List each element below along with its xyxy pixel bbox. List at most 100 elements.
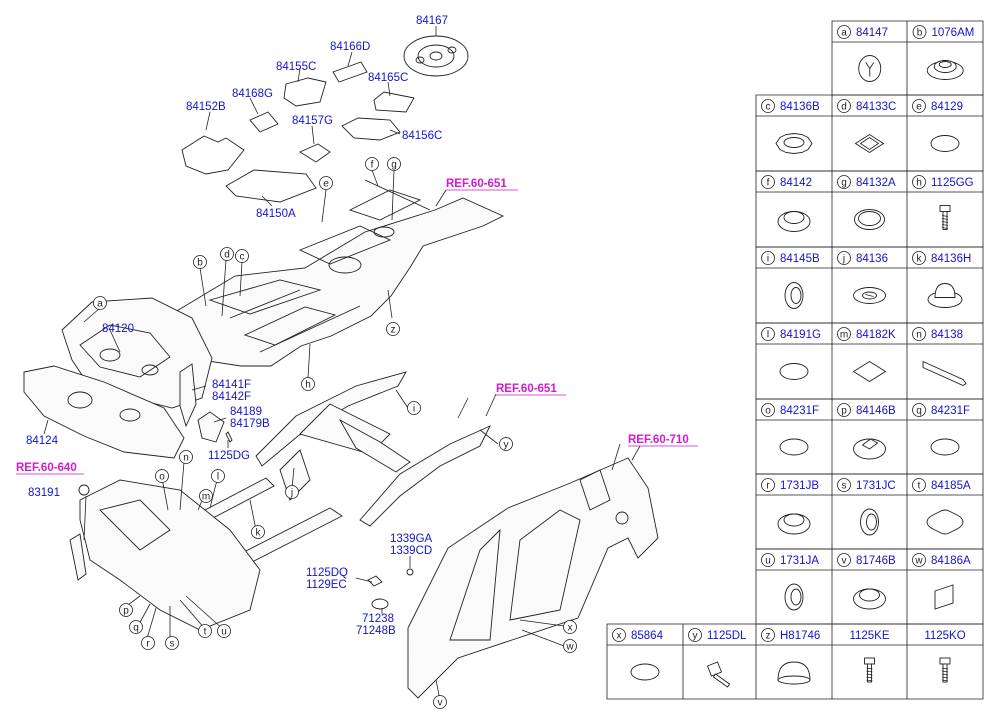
callout-r[interactable]: r: [141, 636, 155, 650]
callout-f[interactable]: f: [365, 157, 379, 171]
bolt-1125DG[interactable]: [225, 431, 233, 443]
callout-i[interactable]: i: [407, 401, 421, 415]
bracket-84141F[interactable]: [179, 363, 197, 428]
bolt-icon: [939, 205, 951, 230]
callout-t[interactable]: t: [198, 624, 212, 638]
callout-c[interactable]: c: [235, 249, 249, 263]
legend-cell-1125KE[interactable]: 1125KE: [849, 630, 890, 683]
pad-84156C[interactable]: [341, 117, 401, 141]
legend-part-number: 84231F: [780, 405, 819, 417]
callout-a[interactable]: a: [93, 296, 107, 310]
callout-o[interactable]: o: [155, 469, 169, 483]
callout-z[interactable]: z: [386, 322, 400, 336]
callout-l[interactable]: l: [211, 469, 225, 483]
floor-panel[interactable]: [139, 179, 505, 367]
legend-part-number: 85864: [631, 630, 664, 642]
label-84166D: 84166D: [330, 41, 370, 53]
dash-insulator-84124[interactable]: [23, 365, 185, 459]
callout-s[interactable]: s: [165, 636, 179, 650]
callout-letter: u: [221, 627, 227, 638]
pad-84152B[interactable]: [181, 135, 245, 175]
pad-84157G[interactable]: [299, 143, 331, 163]
callout-q[interactable]: q: [129, 620, 143, 634]
svg-text:c: c: [766, 102, 771, 113]
legend-letter-j: j: [837, 251, 851, 265]
ref-60-651-mid[interactable]: REF.60-651: [496, 383, 557, 395]
pad-84168G[interactable]: [249, 111, 279, 133]
cross-member-frame[interactable]: [255, 371, 491, 527]
callout-letter: h: [305, 380, 311, 391]
legend-cell-1125KO[interactable]: 1125KO: [924, 630, 966, 683]
oval-pad-icon: [779, 363, 809, 380]
part-number-labels: 84167 84166D 84155C 84165C 84168G 84152B…: [26, 15, 448, 637]
plug-83191[interactable]: [78, 484, 90, 496]
pad-84150A[interactable]: [225, 169, 317, 203]
label-83191: 83191: [28, 487, 60, 499]
callout-letter: m: [202, 492, 210, 503]
side-panel-left[interactable]: [69, 479, 261, 631]
callout-v[interactable]: v: [433, 695, 447, 709]
pad-84165C[interactable]: [373, 91, 415, 113]
rounded-square-pad-icon: [854, 133, 885, 154]
callout-k[interactable]: k: [251, 525, 265, 539]
bumper-71238[interactable]: [367, 568, 414, 610]
callout-m[interactable]: m: [199, 489, 213, 503]
callout-letter: v: [438, 698, 443, 709]
pad-84155C[interactable]: [283, 77, 327, 107]
callout-n[interactable]: n: [179, 450, 193, 464]
callout-y[interactable]: y: [499, 437, 513, 451]
pad-84167[interactable]: [403, 35, 469, 77]
callout-j[interactable]: j: [285, 485, 299, 499]
callout-letter: i: [413, 404, 415, 415]
callout-d[interactable]: d: [220, 247, 234, 261]
legend-cell-o[interactable]: o 84231F: [761, 403, 820, 456]
callout-p[interactable]: p: [119, 603, 133, 617]
svg-text:o: o: [765, 406, 771, 417]
callout-w[interactable]: w: [563, 639, 577, 653]
callout-letter: q: [133, 623, 139, 634]
callout-u[interactable]: u: [217, 624, 231, 638]
ref-60-640[interactable]: REF.60-640: [16, 462, 77, 474]
callout-x[interactable]: x: [563, 620, 577, 634]
legend-letter-v: v: [837, 553, 851, 567]
bolt-icon: [864, 657, 875, 683]
legend-letter-l: l: [761, 327, 775, 341]
legend-part-number: 1125KE: [849, 630, 889, 642]
callout-h[interactable]: h: [301, 377, 315, 391]
label-84156C: 84156C: [402, 130, 442, 142]
body-side-outer[interactable]: [407, 457, 659, 699]
callout-g[interactable]: g: [387, 157, 401, 171]
ref-60-651-top[interactable]: REF.60-651: [446, 178, 507, 190]
ref-60-710[interactable]: REF.60-710: [628, 434, 689, 446]
pad-84166D[interactable]: [332, 61, 368, 83]
callout-e[interactable]: e: [319, 176, 333, 190]
bracket-84189[interactable]: [197, 411, 225, 443]
legend-part-number: 84147: [856, 27, 888, 39]
callout-b[interactable]: b: [193, 255, 207, 269]
